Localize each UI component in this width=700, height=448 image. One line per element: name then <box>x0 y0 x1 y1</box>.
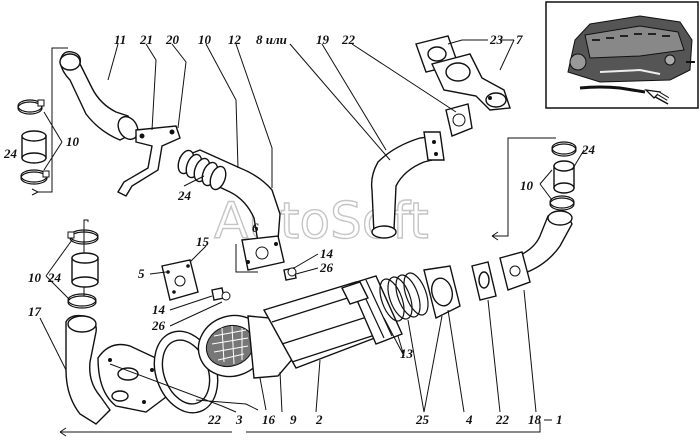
manifold-flange-group <box>415 35 515 111</box>
label-7: 7 <box>516 32 523 47</box>
label-10-lower: 10 <box>28 270 42 285</box>
label-5: 5 <box>138 266 145 281</box>
pipe-19-end <box>371 225 397 239</box>
hose-11 <box>59 51 137 141</box>
label-25: 25 <box>415 412 430 427</box>
bolts-right <box>283 253 319 281</box>
label-23: 23 <box>489 32 504 47</box>
label-21: 21 <box>139 32 153 47</box>
label-24-left: 24 <box>3 146 18 161</box>
label-16: 16 <box>262 412 276 427</box>
label-10-top: 10 <box>198 32 212 47</box>
label-20: 20 <box>165 32 180 47</box>
engine-inset <box>545 1 699 109</box>
label-26-right: 26 <box>319 260 334 275</box>
muffler-assembly <box>97 261 541 433</box>
corrugated-section <box>177 149 227 191</box>
label-12: 12 <box>228 32 242 47</box>
pipe-19-group <box>289 43 473 239</box>
clamp-rings-25 <box>379 272 429 322</box>
label-6: 6 <box>252 220 259 235</box>
label-14-right: 14 <box>320 246 334 261</box>
label-3: 3 <box>235 412 243 427</box>
label-22-bottom: 22 <box>207 412 222 427</box>
label-11: 11 <box>114 32 126 47</box>
hose-11-end <box>59 53 81 71</box>
label-24-pipe: 24 <box>177 188 192 203</box>
lower-left-hose-group <box>39 219 232 437</box>
label-4: 4 <box>465 412 473 427</box>
right-hose-group <box>491 137 585 291</box>
label-22-top: 22 <box>341 32 356 47</box>
label-15: 15 <box>196 234 210 249</box>
pipe-19 <box>370 135 441 235</box>
location-arrow-icon <box>644 89 670 105</box>
mounting-bracket <box>117 125 181 197</box>
label-18: 18 <box>528 412 542 427</box>
part-labels: 11 21 20 10 12 8 или 19 22 23 7 10 24 24… <box>3 32 596 427</box>
label-9: 9 <box>290 412 297 427</box>
label-17: 17 <box>28 304 42 319</box>
nut-26 <box>221 291 231 301</box>
clamp-10-lower-bottom <box>67 295 97 309</box>
flange-5-group <box>149 245 231 327</box>
label-14-left: 14 <box>152 302 166 317</box>
label-24-right: 24 <box>581 142 596 157</box>
pipe-12-group <box>177 43 285 273</box>
label-1: 1 <box>556 412 563 427</box>
engine-illustration <box>567 15 695 94</box>
label-10-left: 10 <box>66 134 80 149</box>
label-8-or: 8 или <box>256 32 287 47</box>
label-13: 13 <box>400 346 414 361</box>
label-24-lower: 24 <box>47 270 62 285</box>
bracket-21-20 <box>117 43 187 197</box>
label-2: 2 <box>315 412 323 427</box>
label-26-left: 26 <box>151 318 166 333</box>
upper-left-hose-group <box>17 43 139 196</box>
label-10-right: 10 <box>520 178 534 193</box>
nut-26-right <box>287 267 297 277</box>
label-22-right: 22 <box>495 412 510 427</box>
label-19: 19 <box>316 32 330 47</box>
